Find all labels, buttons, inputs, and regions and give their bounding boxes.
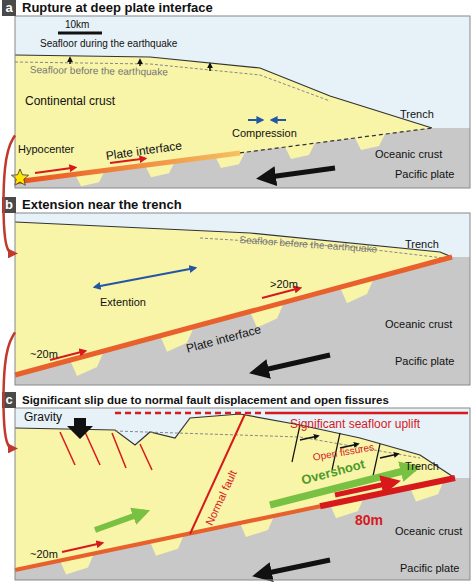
seafloor-line [15, 414, 455, 478]
oceanic-plate [15, 478, 470, 580]
text-label: Trench [400, 108, 434, 121]
sequence-arrow [4, 332, 16, 448]
slip-arrow [35, 168, 75, 174]
overshoot-arrow [95, 512, 145, 530]
text-label: Continental crust [25, 95, 115, 109]
plate-interface-line [15, 506, 320, 570]
slip-arrow [62, 543, 102, 552]
panel-heading: Rupture at deep plate interface [22, 1, 213, 15]
text-label: Significant seafloor uplift [290, 418, 420, 432]
panel-letter: a [2, 0, 16, 16]
panel-heading: Extension near the trench [22, 198, 182, 212]
text-label: Oceanic crust [385, 318, 452, 331]
uplift-line [115, 412, 270, 415]
sequence-arrow [4, 135, 16, 253]
compression-arrow [272, 119, 286, 121]
uplift-arrow [69, 58, 71, 64]
panel-frame [15, 213, 470, 385]
continental-crust [15, 16, 470, 188]
text-label: Oceanic crust [395, 525, 462, 538]
text-label: Hypocenter [18, 143, 74, 156]
graben [285, 143, 315, 159]
continental-crust [15, 408, 470, 580]
panel-frame [15, 408, 470, 580]
small-fault [112, 433, 126, 468]
panel-letter: b [2, 197, 16, 213]
text-label: Oceanic crust [375, 148, 442, 161]
text-label: >20m [270, 278, 298, 291]
panel-letter: c [2, 392, 16, 408]
plate-motion-arrow [262, 168, 335, 178]
large-slip-zone [320, 478, 455, 506]
text-label: 10km [65, 19, 89, 31]
seafloor-line [15, 55, 432, 128]
uplift-arrow [209, 64, 211, 71]
text-label: Seafloor during the earthquake [40, 38, 177, 50]
scale-bar [58, 32, 102, 35]
text-label: 80m [355, 512, 383, 528]
text-label: Extention [100, 296, 146, 309]
gravity-arrow [67, 418, 93, 439]
text-label: Pacific plate [400, 562, 459, 575]
text-label: Gravity [24, 411, 62, 425]
oceanic-plate [15, 128, 470, 188]
panel-heading: Significant slip due to normal fault dis… [22, 393, 389, 407]
text-label: ~20m [30, 548, 58, 561]
small-fault [60, 432, 75, 465]
fissure-arrow [380, 454, 398, 458]
oceanic-plate [15, 257, 470, 385]
text-label: Pacific plate [395, 168, 454, 181]
slip-arrow [335, 482, 395, 495]
sea [15, 16, 470, 128]
extension-arrow [95, 268, 195, 287]
hypocenter-star [11, 169, 28, 185]
small-fault [85, 432, 100, 465]
text-label: Trench [405, 460, 439, 473]
text-label: ~20m [30, 348, 58, 361]
graben [355, 134, 385, 150]
plate-interface-line [15, 257, 452, 375]
continental-crust [15, 213, 470, 385]
panel-frame [15, 16, 470, 188]
small-fault [140, 444, 152, 470]
normal-fault-line [190, 414, 245, 534]
sea [15, 213, 470, 257]
text-label: Pacific plate [395, 355, 454, 368]
uplift-line [270, 412, 468, 415]
text-label: Seafloor before the earthquake [30, 64, 168, 78]
fissure-arrow [300, 436, 318, 440]
plate-motion-arrow [255, 355, 330, 372]
seafloor-before-line [115, 431, 420, 458]
text-label: Trench [405, 238, 439, 251]
compression-arrow [248, 119, 262, 121]
text-label: Compression [232, 127, 297, 140]
plate-motion-arrow [258, 560, 330, 575]
